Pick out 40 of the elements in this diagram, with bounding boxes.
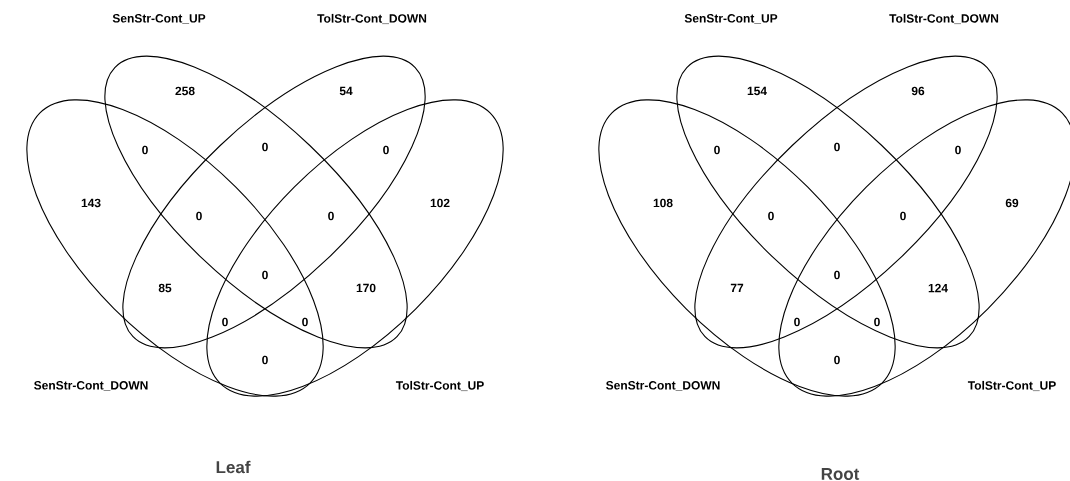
region-count: 0 — [834, 270, 840, 280]
set-label: TolStr-Cont_DOWN — [317, 13, 427, 25]
region-count: 0 — [768, 211, 774, 221]
region-count: 0 — [383, 145, 389, 155]
region-count: 54 — [339, 86, 353, 96]
region-count: 0 — [714, 145, 720, 155]
region-count: 0 — [222, 317, 228, 327]
region-count: 0 — [262, 142, 268, 152]
region-count: 0 — [196, 211, 202, 221]
region-count: 154 — [747, 86, 767, 96]
region-count: 0 — [834, 355, 840, 365]
region-count: 124 — [928, 283, 948, 293]
region-count: 0 — [328, 211, 334, 221]
set-label: SenStr-Cont_UP — [684, 14, 778, 24]
set-label: SenStr-Cont_DOWN — [34, 381, 148, 391]
set-label: TolStr-Cont_UP — [395, 380, 484, 392]
region-count: 0 — [834, 142, 840, 152]
region-count: 85 — [158, 283, 172, 293]
region-count: 143 — [81, 198, 101, 208]
region-count: 96 — [911, 86, 925, 96]
panel-title: Leaf — [216, 460, 251, 474]
region-count: 69 — [1005, 198, 1019, 208]
region-count: 170 — [356, 283, 376, 293]
region-count: 0 — [794, 317, 800, 327]
region-count: 108 — [653, 198, 673, 208]
region-count: 77 — [730, 283, 744, 293]
set-label: SenStr-Cont_UP — [112, 14, 206, 24]
region-count: 0 — [955, 145, 961, 155]
panel-title: Root — [821, 468, 860, 480]
region-count: 258 — [175, 86, 195, 96]
set-label: SenStr-Cont_DOWN — [606, 381, 720, 391]
region-count: 0 — [874, 317, 880, 327]
region-count: 102 — [430, 198, 450, 208]
region-count: 0 — [900, 211, 906, 221]
set-label: TolStr-Cont_UP — [967, 380, 1056, 392]
region-count: 0 — [262, 270, 268, 280]
region-count: 0 — [262, 355, 268, 365]
region-count: 0 — [302, 317, 308, 327]
region-count: 0 — [142, 145, 148, 155]
set-label: TolStr-Cont_DOWN — [889, 13, 999, 25]
